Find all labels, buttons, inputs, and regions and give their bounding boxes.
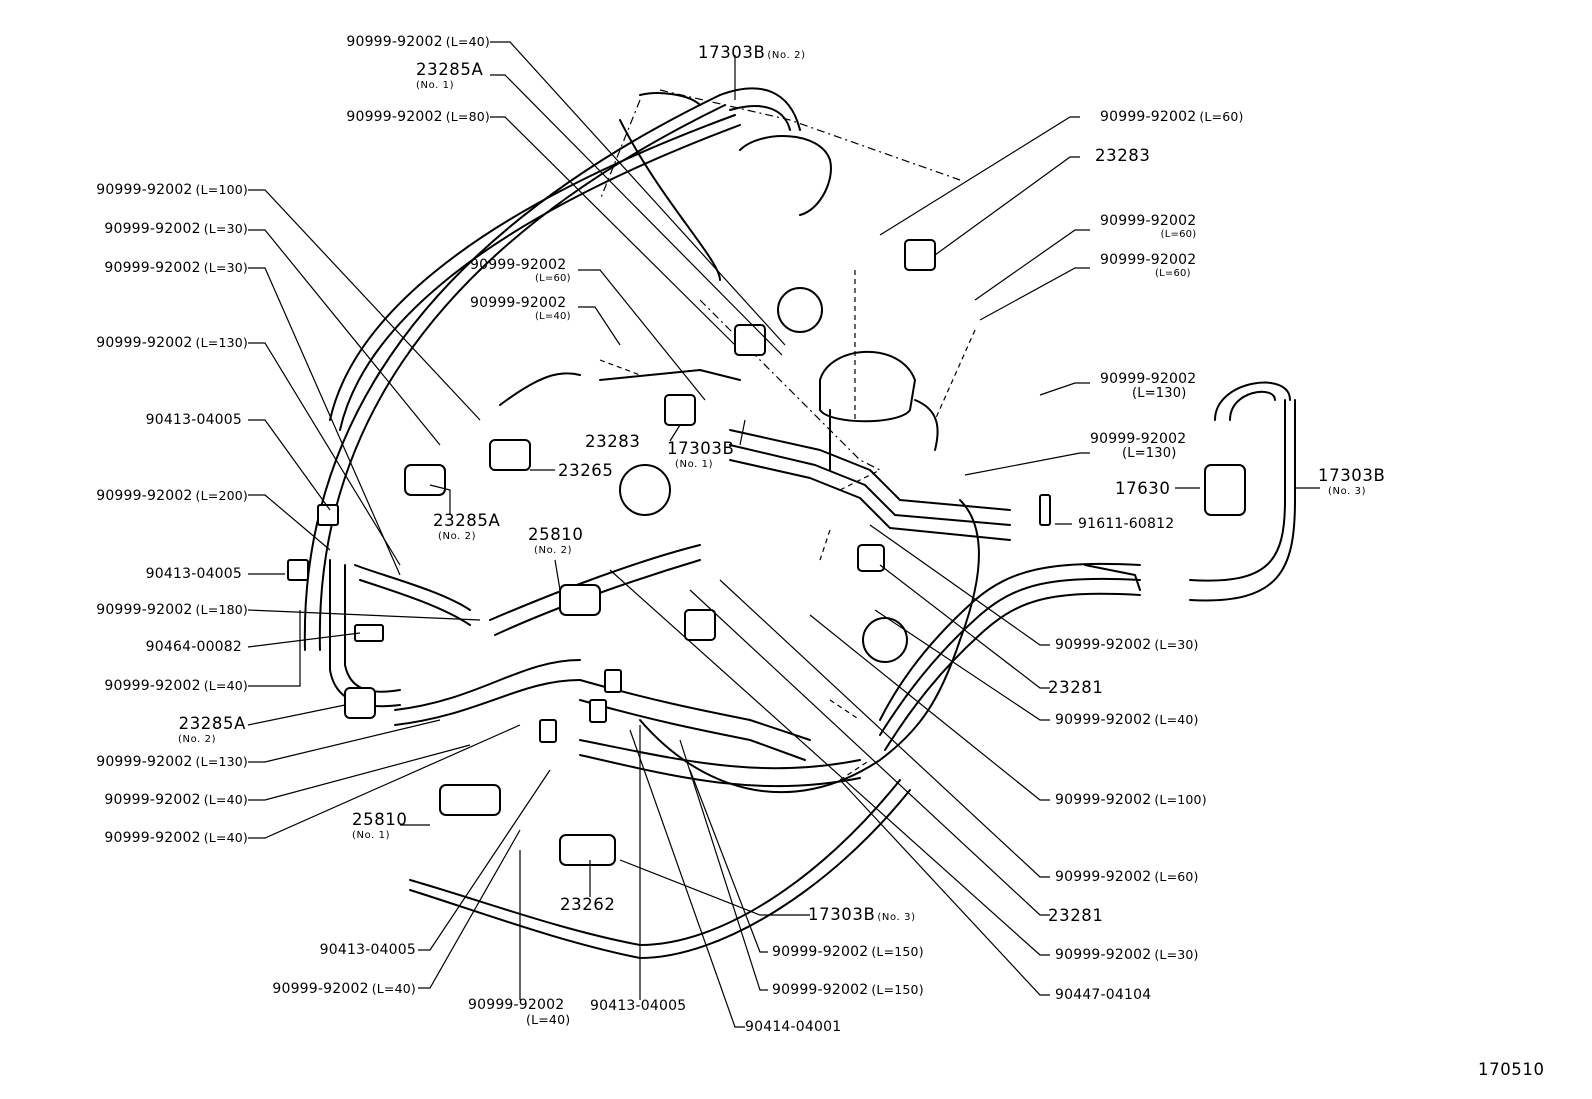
- tee-fitting-icon: [589, 699, 607, 723]
- vsv-25810-no1-icon: [439, 784, 501, 816]
- label-l21: 17630: [1115, 479, 1171, 498]
- vacuum-modulator-icon: [777, 287, 823, 333]
- label-l52: 90414-04001: [745, 1019, 842, 1035]
- label-l18: 17303B(No. 1): [667, 439, 735, 470]
- leader-lines: [247, 41, 1320, 1028]
- vacuum-valve-icon: [734, 324, 766, 356]
- tee-fitting-icon: [539, 719, 557, 743]
- bvsv-23265-icon: [489, 439, 531, 471]
- label-l30: 90464-00082: [145, 639, 242, 655]
- label-l06: 23283: [1095, 146, 1151, 165]
- vacuum-switch-17630-icon: [1204, 464, 1246, 516]
- vacuum-valve-icon: [684, 609, 716, 641]
- label-l12: 90999-92002(L=60): [470, 257, 571, 284]
- vacuum-modulator-icon: [862, 617, 908, 663]
- label-l17: 23283: [585, 432, 641, 451]
- vacuum-valve-icon: [664, 394, 696, 426]
- label-l45: 90413-04005: [319, 942, 416, 958]
- label-l32: 90999-92002(L=40): [104, 678, 248, 694]
- label-l05: 90999-92002(L=60): [1100, 109, 1244, 125]
- components: [287, 239, 1246, 866]
- label-l29: 90999-92002(L=30): [1055, 637, 1199, 653]
- label-l38: 25810(No. 1): [352, 810, 408, 841]
- label-l20: 23265: [558, 461, 614, 480]
- label-l14: 90999-92002(L=130): [96, 335, 248, 351]
- label-l19: 90999-92002(L=130): [1090, 431, 1187, 461]
- vacuum-modulator-icon: [619, 464, 671, 516]
- vacuum-valve-icon: [857, 544, 885, 572]
- label-l27: 90413-04005: [145, 566, 242, 582]
- label-l31: 23281: [1048, 678, 1104, 697]
- label-l25: 25810(No. 2): [528, 525, 584, 556]
- label-l24: 23285A(No. 2): [433, 511, 501, 542]
- label-l16: 90413-04005: [145, 412, 242, 428]
- label-l50: 90999-92002(L=40): [468, 997, 571, 1027]
- label-l39: 90999-92002(L=40): [104, 830, 248, 846]
- label-l28: 90999-92002(L=180): [96, 602, 248, 618]
- label-l48: 90999-92002(L=150): [772, 982, 924, 998]
- label-l35: 90999-92002(L=130): [96, 754, 248, 770]
- label-l11: 90999-92002(L=60): [1100, 252, 1197, 279]
- label-l34: 23285A(No. 2): [178, 714, 246, 745]
- figure-number: 170510: [1478, 1060, 1545, 1079]
- tee-fitting-icon: [287, 559, 309, 581]
- label-l41: 23262: [560, 895, 616, 914]
- vsv-25810-no2-icon: [559, 584, 601, 616]
- label-l07: 90999-92002(L=100): [96, 182, 248, 198]
- label-l44: 90999-92002(L=150): [772, 944, 924, 960]
- label-l03: 23285A(No. 1): [416, 60, 484, 91]
- label-l51: 90413-04005: [590, 998, 687, 1014]
- label-l15: 90999-92002(L=130): [1100, 371, 1197, 401]
- label-l23: 90999-92002(L=200): [96, 488, 248, 504]
- label-l22: 17303B(No. 3): [1318, 466, 1386, 497]
- vacuum-valve-icon: [404, 464, 446, 496]
- label-l33: 90999-92002(L=40): [1055, 712, 1199, 728]
- hose-clamp-icon: [354, 624, 384, 642]
- label-l08: 90999-92002(L=30): [104, 221, 248, 237]
- label-l01: 90999-92002(L=40): [346, 34, 490, 50]
- tee-fitting-icon: [604, 669, 622, 693]
- label-l02: 17303B(No. 2): [698, 43, 806, 62]
- label-l37: 90999-92002(L=40): [104, 792, 248, 808]
- label-l43: 23281: [1048, 906, 1104, 925]
- label-l10: 90999-92002(L=60): [1100, 213, 1197, 240]
- label-l49: 90447-04104: [1055, 987, 1152, 1003]
- vsv-23262-icon: [559, 834, 616, 866]
- label-l36: 90999-92002(L=100): [1055, 792, 1207, 808]
- plug-91611-icon: [1039, 494, 1051, 526]
- label-l42: 17303B(No. 3): [808, 905, 916, 924]
- label-l04: 90999-92002(L=80): [346, 109, 490, 125]
- label-l47: 90999-92002(L=40): [272, 981, 416, 997]
- label-l13: 90999-92002(L=40): [470, 295, 571, 322]
- label-l09: 90999-92002(L=30): [104, 260, 248, 276]
- hose-bundles: [303, 87, 1296, 959]
- canister-body: [619, 119, 980, 641]
- vacuum-valve-icon: [904, 239, 936, 271]
- engine-outline: [599, 89, 976, 781]
- vacuum-valve-icon: [344, 687, 376, 719]
- label-l40: 90999-92002(L=60): [1055, 869, 1199, 885]
- label-l26: 91611-60812: [1078, 516, 1175, 532]
- label-l46: 90999-92002(L=30): [1055, 947, 1199, 963]
- tee-fitting-icon: [317, 504, 339, 526]
